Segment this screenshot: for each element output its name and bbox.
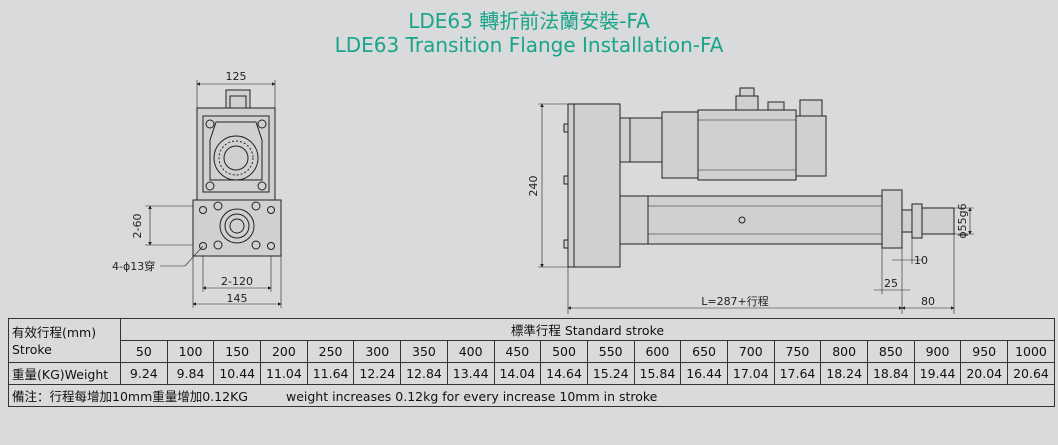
stroke-label-en: Stroke <box>12 341 52 357</box>
dim-240: 240 <box>527 176 540 197</box>
weight-value: 17.64 <box>773 362 822 385</box>
stroke-value: 550 <box>586 340 635 363</box>
weight-value: 18.84 <box>867 362 915 385</box>
dim-4-holes: 4-ϕ13穿 <box>112 259 155 273</box>
weight-value: 12.24 <box>353 362 402 385</box>
side-view <box>538 87 974 314</box>
stroke-value: 100 <box>166 340 215 363</box>
technical-drawing: 125 2-60 4-ϕ13穿 2-120 145 <box>112 70 974 314</box>
weight-label: 重量(KG)Weight <box>8 362 121 385</box>
weight-value: 16.44 <box>680 362 728 385</box>
stroke-value: 650 <box>680 340 728 363</box>
dim-2-120: 2-120 <box>221 275 253 288</box>
title-english: LDE63 Transition Flange Installation-FA <box>334 33 724 57</box>
title-chinese: LDE63 轉折前法蘭安裝-FA <box>408 9 650 33</box>
stroke-value: 350 <box>400 340 448 363</box>
stroke-value: 600 <box>633 340 682 363</box>
weight-value: 9.84 <box>166 362 215 385</box>
weight-value: 14.64 <box>540 362 588 385</box>
dim-145: 145 <box>227 292 248 305</box>
stroke-value: 400 <box>446 340 495 363</box>
stroke-value: 750 <box>773 340 822 363</box>
weight-value: 14.04 <box>493 362 542 385</box>
stroke-value: 950 <box>960 340 1009 363</box>
dim-10: 10 <box>914 254 928 267</box>
weight-value: 15.84 <box>633 362 682 385</box>
dim-diameter-55g6: ϕ55g6 <box>956 203 969 238</box>
weight-value: 10.44 <box>213 362 262 385</box>
standard-stroke-header: 標準行程 Standard stroke <box>120 318 1055 341</box>
weight-value: 12.84 <box>400 362 448 385</box>
weight-value: 11.64 <box>306 362 355 385</box>
note-cn: 備注：行程每增加10mm重量增加0.12KG <box>12 389 248 404</box>
weight-value: 15.24 <box>586 362 635 385</box>
stroke-value: 900 <box>913 340 962 363</box>
stroke-value: 150 <box>213 340 262 363</box>
stroke-value: 700 <box>726 340 775 363</box>
weight-value: 19.44 <box>913 362 962 385</box>
stroke-value: 850 <box>867 340 915 363</box>
dim-2-60: 2-60 <box>131 214 144 239</box>
dim-125: 125 <box>226 70 247 83</box>
stroke-value: 500 <box>540 340 588 363</box>
dim-80: 80 <box>921 295 935 308</box>
weight-value: 20.04 <box>960 362 1009 385</box>
weight-value: 20.64 <box>1007 362 1055 385</box>
weight-value: 11.04 <box>260 362 308 385</box>
weight-value: 9.24 <box>120 362 168 385</box>
front-view <box>145 80 282 308</box>
note-row: 備注：行程每增加10mm重量增加0.12KG weight increases 0… <box>8 384 1055 407</box>
stroke-value: 1000 <box>1007 340 1055 363</box>
weight-value: 17.04 <box>726 362 775 385</box>
dim-length: L=287+行程 <box>701 295 769 308</box>
note-en: weight increases 0.12kg for every increa… <box>285 389 658 404</box>
stroke-value: 200 <box>260 340 308 363</box>
stroke-value: 250 <box>306 340 355 363</box>
stroke-value: 300 <box>353 340 402 363</box>
stroke-value: 50 <box>120 340 168 363</box>
weight-value: 13.44 <box>446 362 495 385</box>
stroke-label-cell: 有效行程(mm) Stroke <box>8 318 121 363</box>
stroke-label-cn: 有效行程(mm) <box>12 324 97 340</box>
dim-25: 25 <box>884 277 898 290</box>
stroke-value: 800 <box>820 340 868 363</box>
weight-value: 18.24 <box>820 362 868 385</box>
note-cell: 備注：行程每增加10mm重量增加0.12KG weight increases 0… <box>8 384 1055 407</box>
stroke-value: 450 <box>493 340 542 363</box>
